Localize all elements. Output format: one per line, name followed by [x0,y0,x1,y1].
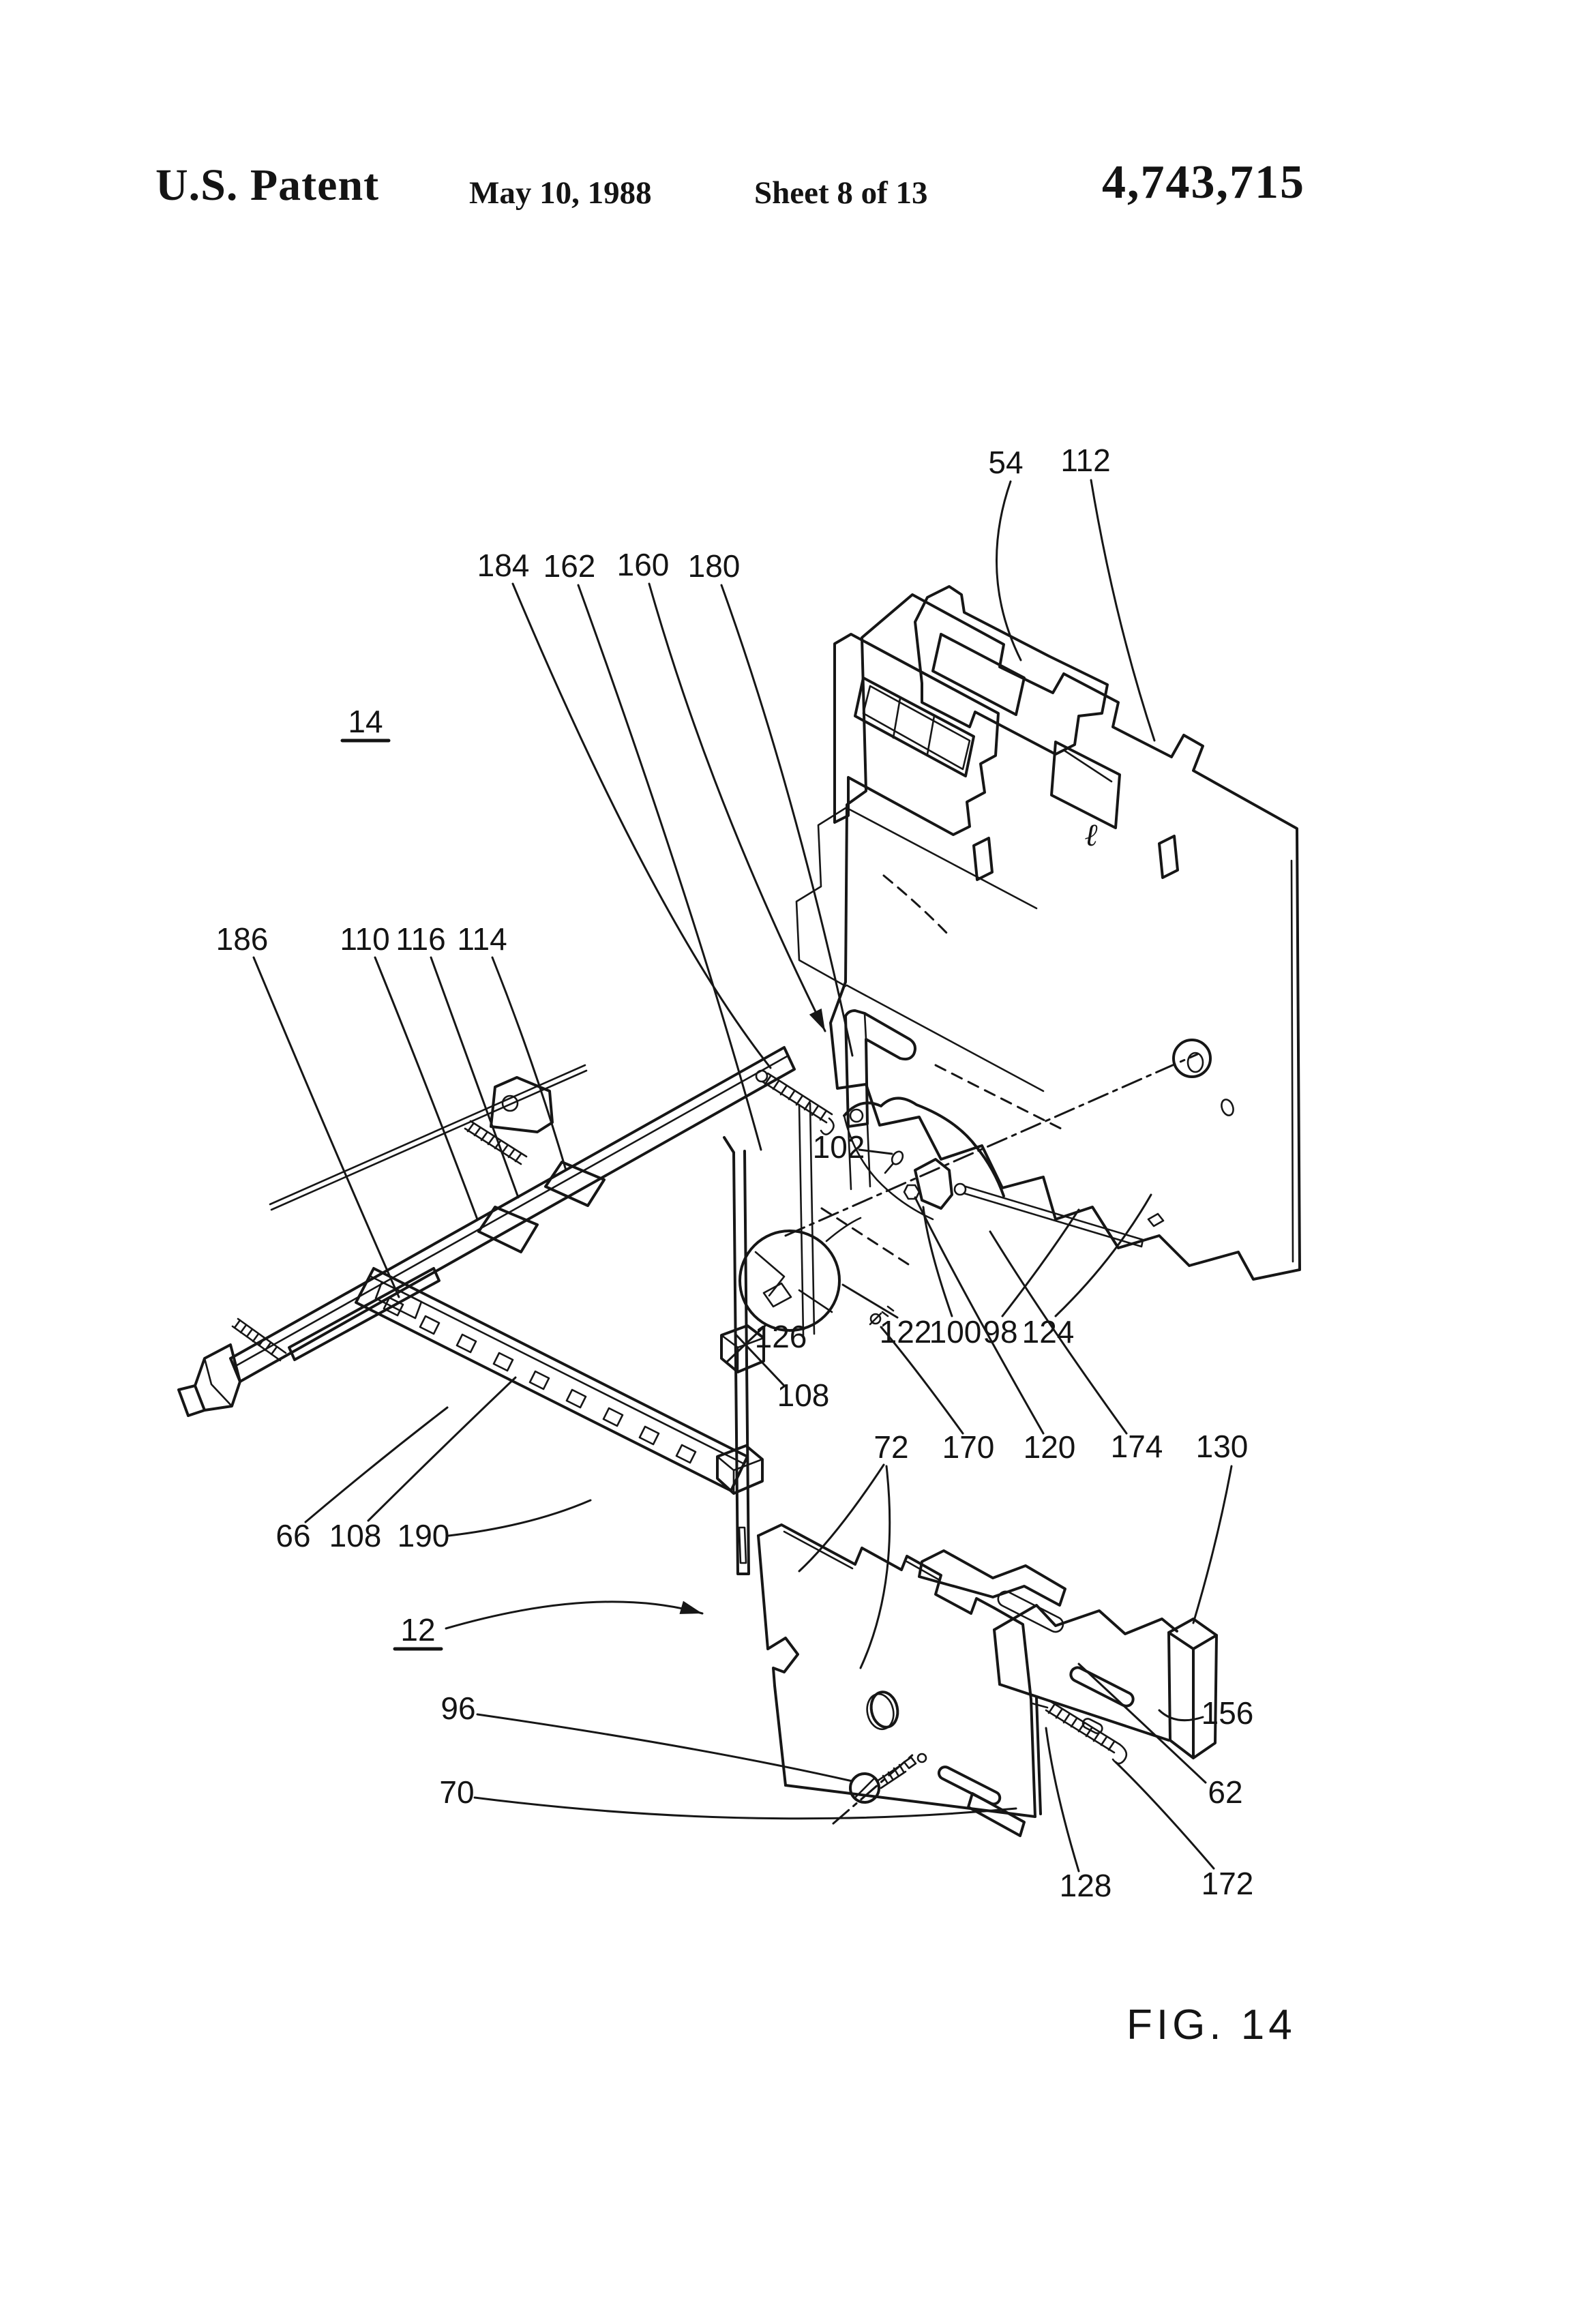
leader-line-156 [1158,1709,1204,1722]
ref-label-19-170: 170 [942,1429,995,1465]
leader-line-124 [1054,1193,1152,1317]
ref-label-15-100: 100 [929,1314,982,1350]
ref-label-1-112: 112 [1060,443,1110,478]
ref-label-7-186: 186 [216,921,269,957]
leader-arrowhead-12 [679,1600,702,1614]
ref-label-16-98: 98 [983,1314,1017,1350]
leader-line-184 [511,582,772,1069]
leader-line-98 [1001,1208,1080,1317]
patent-header-number: 4,743,715 [1102,156,1305,209]
leader-line-108 [735,1334,786,1387]
leader-line-102 [858,1148,893,1155]
ref-label-28-70: 70 [439,1774,474,1810]
leader-line-12 [445,1600,704,1630]
leader-line-170 [880,1326,964,1435]
ref-label-8-110: 110 [340,921,389,957]
leader-line-66 [304,1406,449,1523]
ref-label-24-108: 108 [329,1518,382,1553]
leader-line-96 [476,1713,854,1783]
leader-line-128 [1045,1727,1080,1873]
front-window-bracket [914,585,1109,756]
ref-label-29-156: 156 [1202,1695,1254,1731]
ref-label-2-184: 184 [477,548,530,583]
ref-label-32-172: 172 [1202,1866,1254,1901]
ref-label-4-160: 160 [617,547,670,582]
leader-line-108 [367,1376,517,1522]
ref-label-17-124: 124 [1022,1314,1075,1350]
figure-caption: FIG. 14 [1126,2001,1296,2049]
leader-line-116 [430,956,520,1199]
ref-label-22-130: 130 [1196,1429,1249,1464]
leader-line-110 [374,956,479,1221]
leader-line-180 [720,584,854,1057]
leader-line-114 [491,956,567,1172]
latch-bracket [798,1009,916,1337]
leader-line-72 [859,1465,891,1669]
front-plate [833,633,1000,836]
ref-label-31-128: 128 [1060,1868,1112,1903]
leader-line-174 [989,1230,1128,1435]
leader-line-130 [1192,1465,1233,1624]
vertical-strip [716,1136,765,1575]
carriage-assembly [355,1267,749,1492]
ref-label-5-180: 180 [688,548,741,584]
axis-parts [884,1150,1165,1248]
ref-label-3-162: 162 [543,548,596,584]
ref-label-9-116: 116 [395,921,445,957]
leader-line-160 [648,582,826,1032]
figure-drawing [177,585,1301,1837]
leader-arrowhead-160 [809,1008,825,1031]
ref-label-27-96: 96 [441,1690,475,1726]
leader-line-172 [1114,1761,1215,1870]
leader-line-62 [1077,1663,1207,1784]
patent-header-brand: U.S. Patent [155,160,380,210]
leader-line-112 [1090,479,1156,742]
leader-line-72 [798,1463,885,1573]
rail-spring-mid [464,1120,528,1165]
lower-panel [757,1523,1218,1837]
ref-label-11-102: 102 [813,1129,865,1165]
ref-label-20-120: 120 [1024,1429,1076,1465]
leader-line-162 [577,584,762,1151]
leader-line-70 [473,1796,1017,1820]
ref-label-23-66: 66 [275,1518,310,1553]
tension-spring-lower [1031,1701,1128,1765]
rail-assembly [177,1046,796,1417]
ref-label-30-62: 62 [1208,1774,1242,1810]
patent-header-sheet: Sheet 8 of 13 [754,175,928,211]
ref-label-33-ℓ: ℓ [1084,818,1098,852]
ref-label-10-114: 114 [457,921,507,957]
ref-label-21-174: 174 [1111,1429,1163,1464]
patent-header-date: May 10, 1988 [469,175,652,211]
ref-label-0-54: 54 [988,445,1023,480]
rail-spring-left [231,1317,287,1362]
ref-label-25-190: 190 [398,1518,450,1553]
ref-label-26-12: 12 [400,1612,435,1648]
leader-line-54 [996,480,1022,661]
leader-line-186 [252,956,400,1298]
back-panel [784,593,1301,1281]
ref-label-12-126: 126 [755,1319,807,1354]
ref-label-18-72: 72 [874,1429,908,1465]
ref-label-13-108: 108 [777,1377,830,1413]
tension-spring-upper [755,1069,835,1135]
ref-label-14-122: 122 [880,1314,932,1350]
circle-mechanism [738,1097,1005,1332]
ref-label-6-14: 14 [348,704,383,739]
leader-line-190 [447,1499,592,1537]
leader-line-122 [841,1283,899,1319]
leader-line-120 [914,1196,1045,1435]
